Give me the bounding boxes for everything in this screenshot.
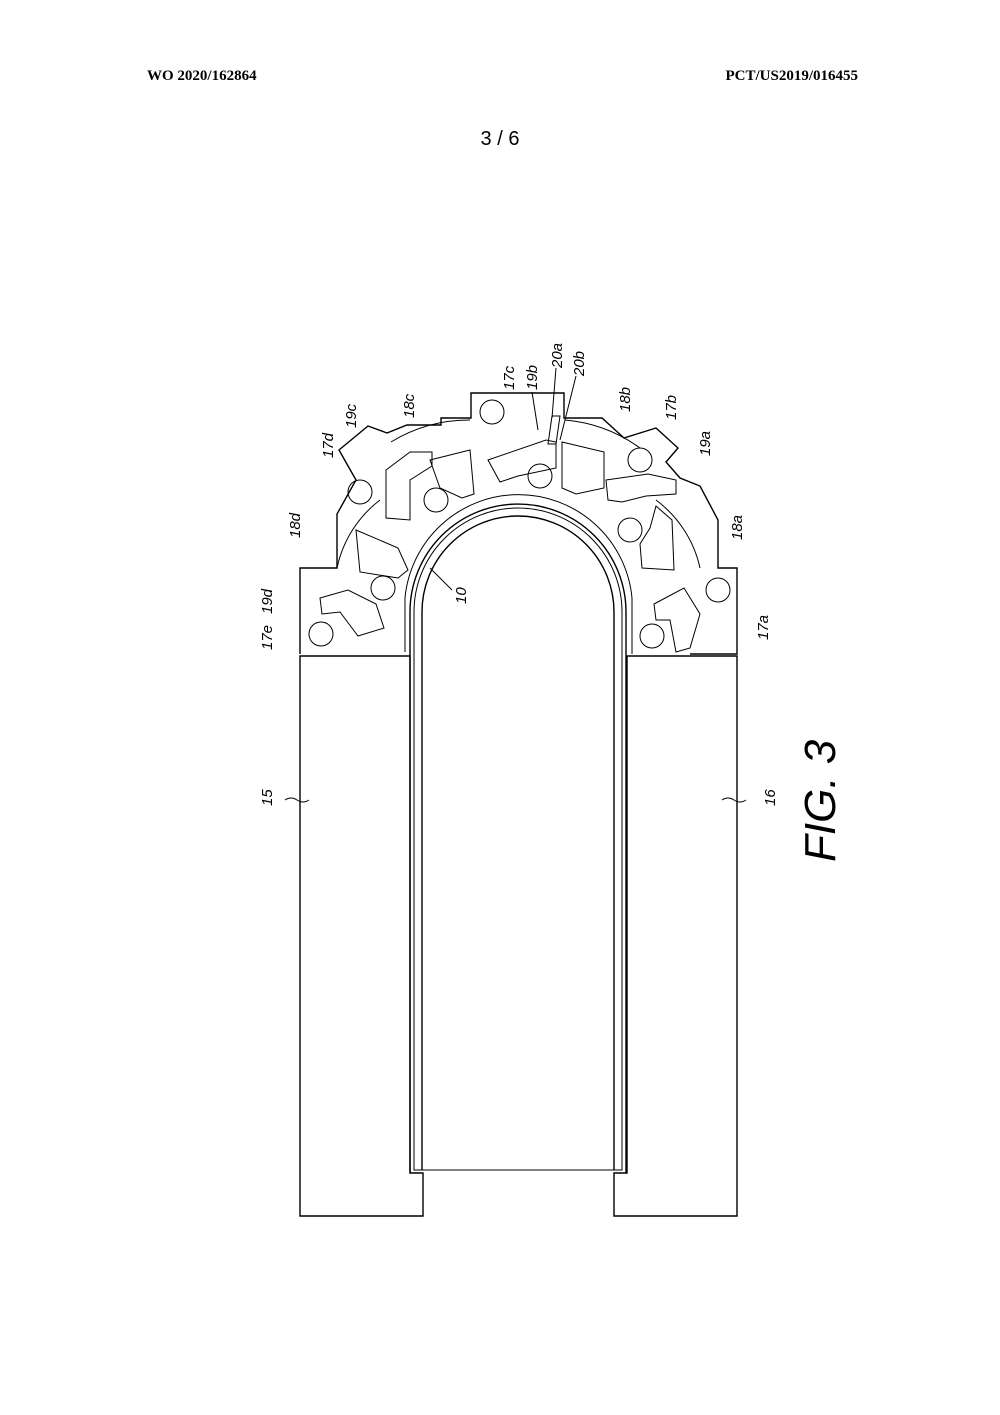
pin-17a — [639, 623, 665, 649]
leader-20a — [551, 367, 557, 419]
cam-20-slot — [547, 415, 561, 445]
leader-16 — [721, 797, 747, 803]
pin-19b — [527, 463, 553, 489]
leader-19b — [531, 391, 539, 431]
leader-10 — [429, 567, 453, 591]
pin-19c — [423, 487, 449, 513]
label-17b: 17b — [663, 395, 680, 420]
cam-19c — [385, 451, 433, 521]
pin-17b — [627, 447, 653, 473]
chain-inner-outline — [404, 494, 633, 654]
label-10: 10 — [453, 587, 470, 604]
label-18a: 18a — [729, 515, 746, 540]
label-18c: 18c — [401, 393, 418, 418]
label-17d: 17d — [320, 432, 337, 458]
pin-19d — [370, 575, 396, 601]
cam-18b-block — [561, 441, 605, 495]
label-19d: 19d — [259, 588, 276, 614]
publication-number: WO 2020/162864 — [147, 68, 257, 84]
cam-18d-block — [355, 529, 409, 579]
label-18b: 18b — [617, 387, 634, 412]
link-18c-outer — [390, 419, 471, 443]
link-18b-outer — [564, 419, 641, 449]
sheet-number: 3 / 6 — [480, 128, 520, 150]
label-20a: 20a — [549, 343, 566, 369]
pin-18a — [705, 577, 731, 603]
pin-17e — [308, 621, 334, 647]
label-17e: 17e — [259, 625, 276, 650]
tube-wall — [413, 507, 623, 1171]
chain-outline — [299, 392, 738, 655]
pin-17c — [479, 399, 505, 425]
cam-17a-seg — [653, 587, 701, 653]
label-16: 16 — [762, 789, 779, 806]
label-17c: 17c — [501, 365, 518, 390]
label-20b: 20b — [571, 351, 588, 377]
cam-19a — [605, 473, 677, 503]
figure-caption: FIG. 3 — [796, 739, 845, 862]
block-15 — [299, 655, 424, 1217]
pin-18d — [347, 479, 373, 505]
label-15: 15 — [259, 789, 276, 806]
block-16 — [613, 655, 738, 1217]
pin-19a — [617, 517, 643, 543]
cam-18c-block — [429, 449, 475, 499]
label-17a: 17a — [755, 615, 772, 640]
label-19c: 19c — [343, 403, 360, 428]
link-18d-outer — [336, 499, 381, 569]
tube-inner — [421, 515, 615, 1170]
tube-outer — [409, 503, 627, 1173]
label-19a: 19a — [697, 431, 714, 456]
label-18d: 18d — [287, 512, 304, 538]
link-18a-outer — [655, 499, 701, 569]
application-number: PCT/US2019/016455 — [725, 68, 858, 84]
leader-20b — [559, 375, 577, 441]
cam-19b — [487, 439, 557, 483]
cam-19d — [319, 589, 385, 637]
cam-18a-block — [639, 505, 675, 571]
label-19b: 19b — [524, 365, 541, 390]
leader-15 — [284, 797, 310, 803]
